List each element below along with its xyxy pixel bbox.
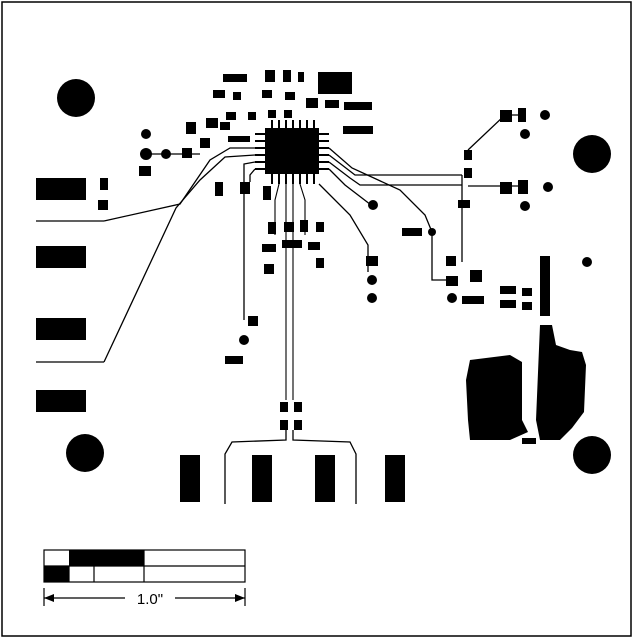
bottom-pad <box>252 455 272 502</box>
mounting-hole-bottom-right <box>573 436 611 474</box>
right-components <box>366 108 592 316</box>
left-small-components <box>98 129 271 210</box>
edge-pad <box>36 178 86 200</box>
ic-left-traces <box>103 147 256 363</box>
main-ic <box>255 120 329 184</box>
dimension-arrow <box>43 588 246 606</box>
power-copper-pour <box>466 325 586 444</box>
upper-component-cluster <box>186 70 373 148</box>
bottom-pad <box>180 455 200 502</box>
lower-component-stack <box>225 220 324 430</box>
edge-pad <box>36 246 86 268</box>
mounting-holes <box>57 79 611 474</box>
copper-pour-right <box>536 325 586 440</box>
copper-pour-left <box>466 355 528 440</box>
ic-pins <box>255 120 329 184</box>
bottom-connector <box>180 430 405 504</box>
bottom-pad <box>315 455 335 502</box>
scale-bar: 1.0" <box>43 549 246 608</box>
ic-body <box>265 128 319 174</box>
mounting-hole-bottom-left <box>66 434 104 472</box>
edge-pad <box>36 318 86 340</box>
vertical-bus <box>274 183 306 400</box>
bottom-pad <box>385 455 405 502</box>
edge-pad <box>36 390 86 412</box>
left-connector-pads <box>36 178 86 412</box>
mounting-hole-top-left <box>57 79 95 117</box>
left-edge-traces <box>36 220 104 363</box>
right-traces <box>318 114 525 281</box>
scale-bar-label: 1.0" <box>137 591 163 608</box>
mounting-hole-top-right <box>573 135 611 173</box>
